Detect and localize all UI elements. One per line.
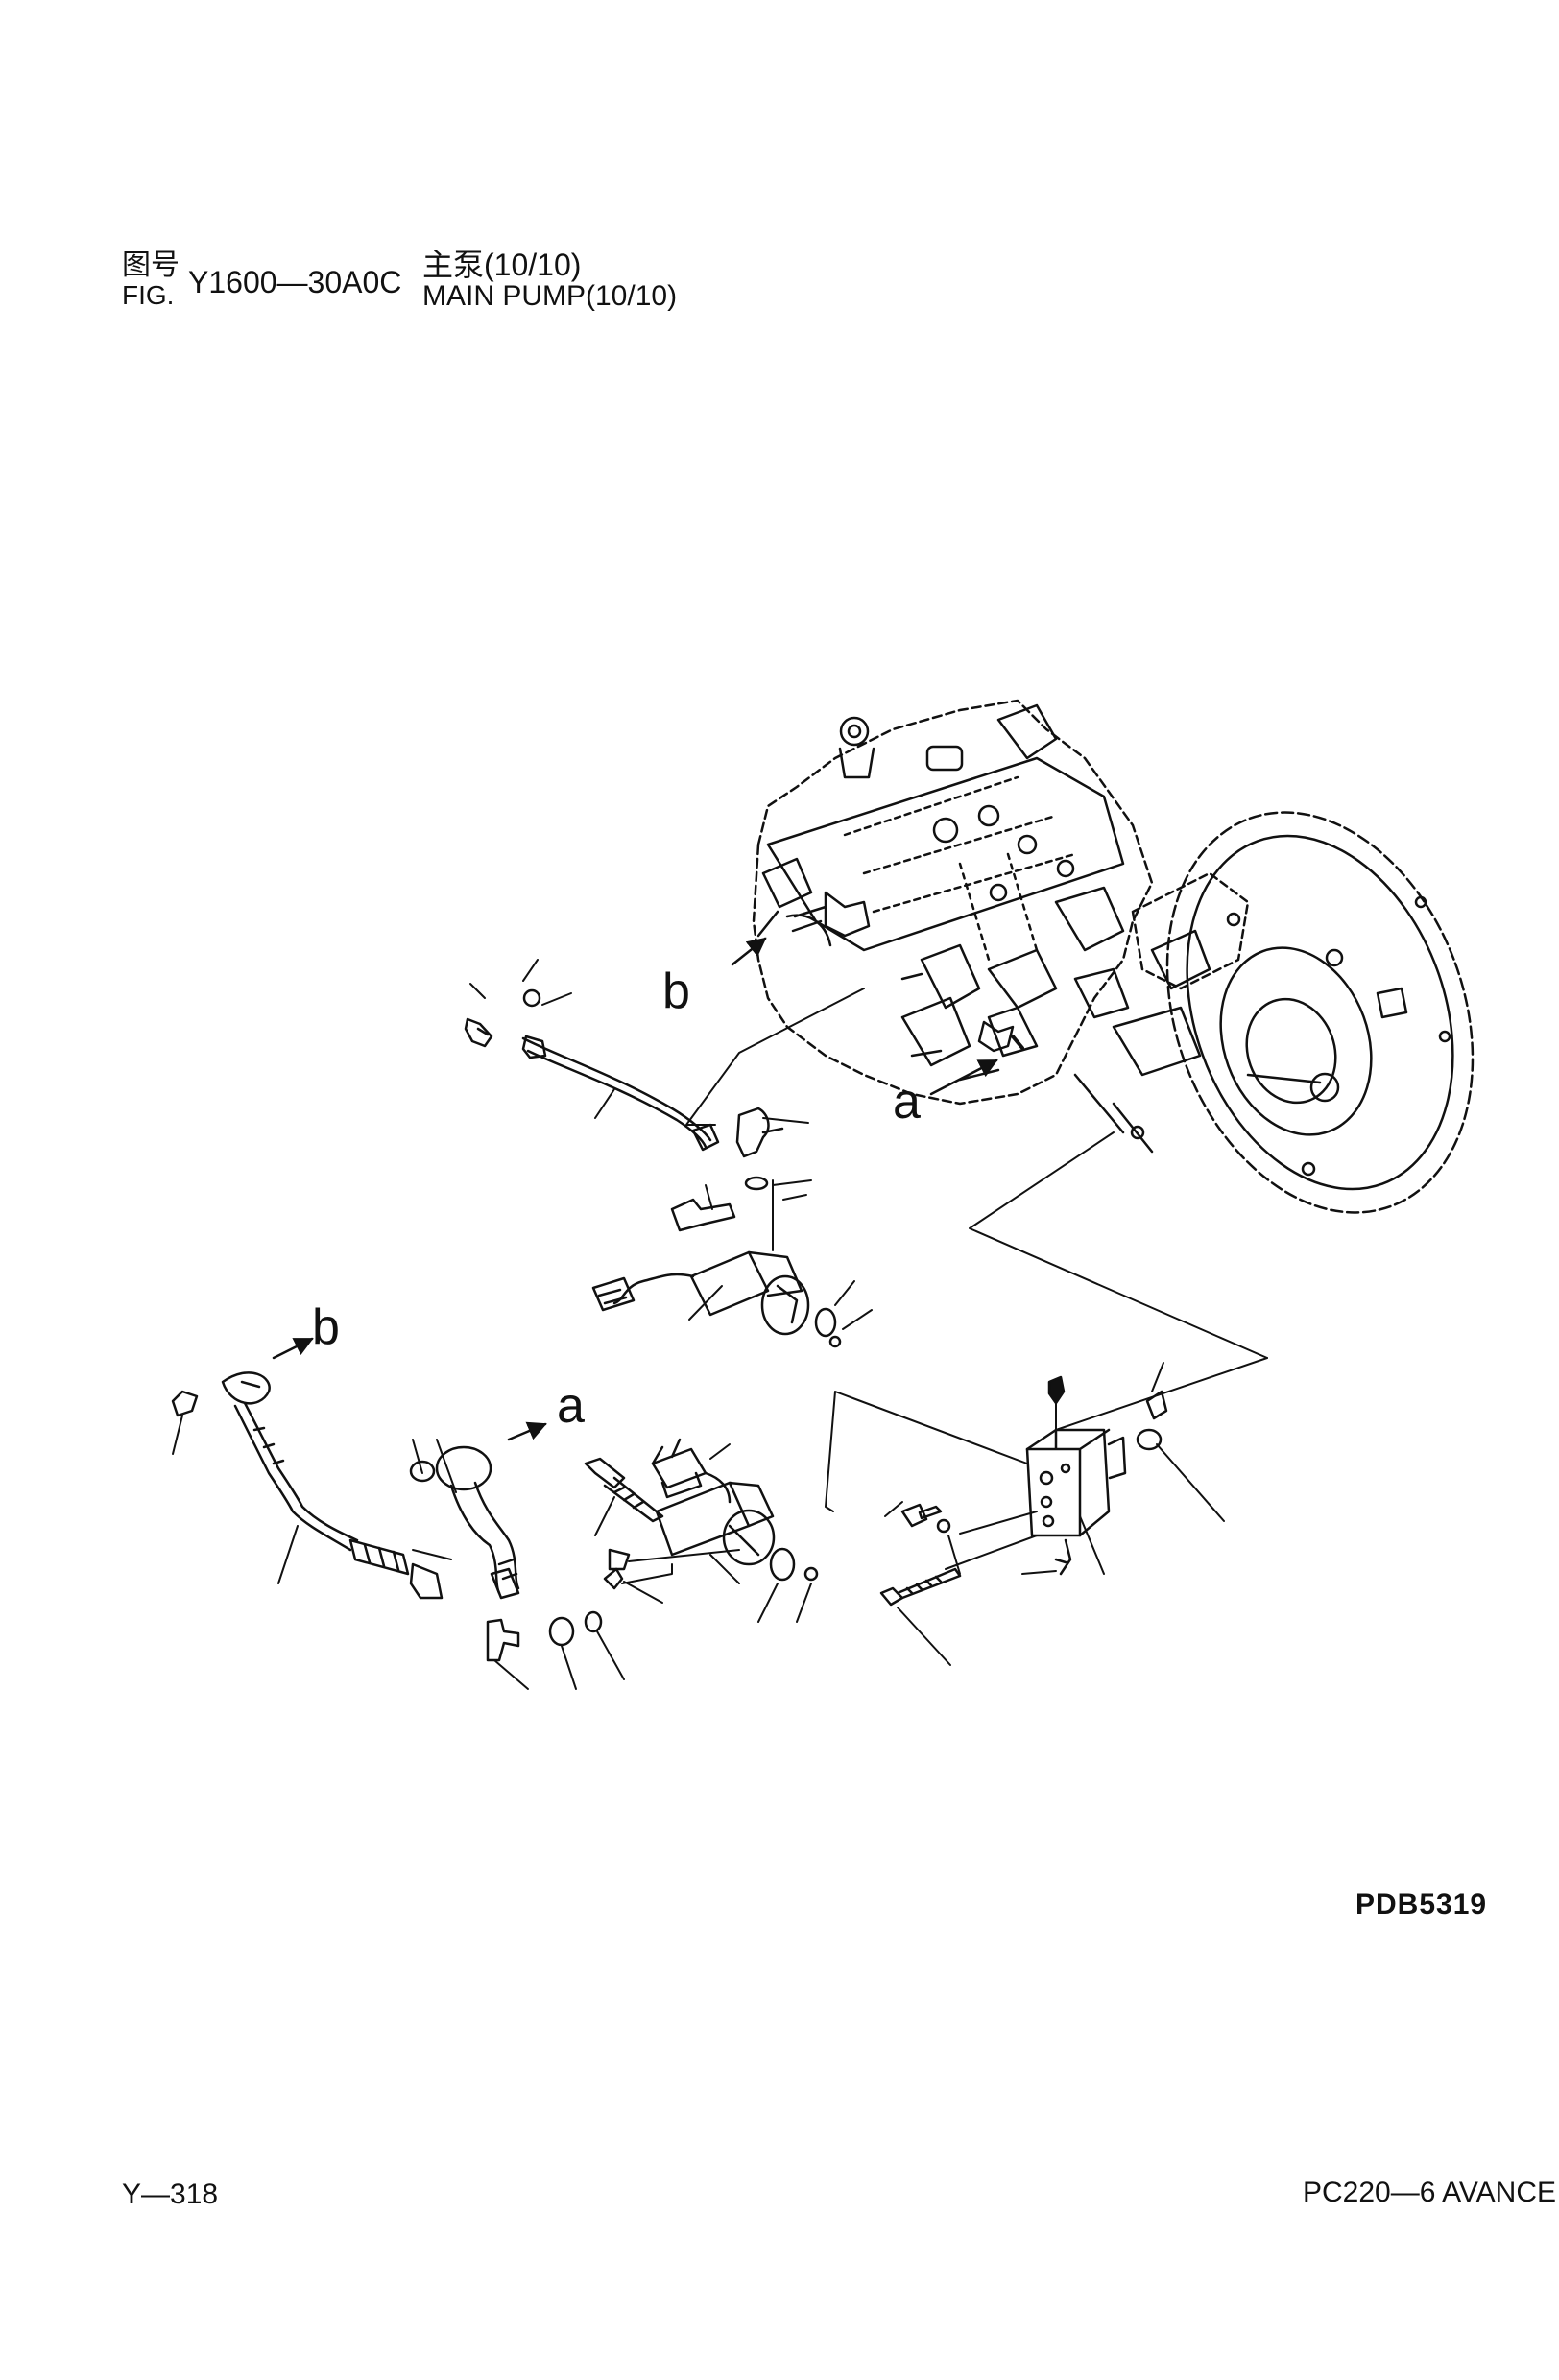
arrow-lower-a bbox=[507, 1421, 547, 1441]
page-number: Y—318 bbox=[122, 2178, 219, 2210]
manifold-block bbox=[1021, 1357, 1268, 1576]
figure-number: Y1600—30A0C bbox=[188, 265, 402, 299]
machine-model: PC220—6 AVANCE bbox=[1302, 2177, 1556, 2208]
arrow-lower-b bbox=[272, 1337, 314, 1360]
callout-lower-a: a bbox=[557, 1378, 585, 1434]
arrow-upper-a bbox=[929, 1059, 998, 1096]
connector-a bbox=[969, 1131, 1268, 1359]
connector-b bbox=[825, 1391, 1028, 1512]
drawing-reference-code: PDB5319 bbox=[1355, 1889, 1488, 1920]
fig-label-cn: 图号 bbox=[122, 250, 180, 281]
title-cn: 主泵(10/10) bbox=[422, 248, 582, 282]
lower-solenoid-valve bbox=[584, 1438, 819, 1623]
main-pump-assembly bbox=[752, 699, 1475, 1214]
callout-upper-a: a bbox=[893, 1074, 921, 1130]
mounting-bolts bbox=[879, 1501, 1038, 1666]
title-en: MAIN PUMP(10/10) bbox=[422, 280, 678, 312]
arrow-upper-b bbox=[731, 937, 767, 966]
upper-hose-assembly bbox=[464, 959, 865, 1191]
callout-upper-b: b bbox=[662, 964, 690, 1019]
fig-label-en: FIG. bbox=[122, 280, 175, 310]
upper-solenoid-valve bbox=[591, 1179, 873, 1348]
lower-hose-assembly bbox=[171, 1371, 625, 1690]
callout-lower-b: b bbox=[312, 1299, 340, 1355]
